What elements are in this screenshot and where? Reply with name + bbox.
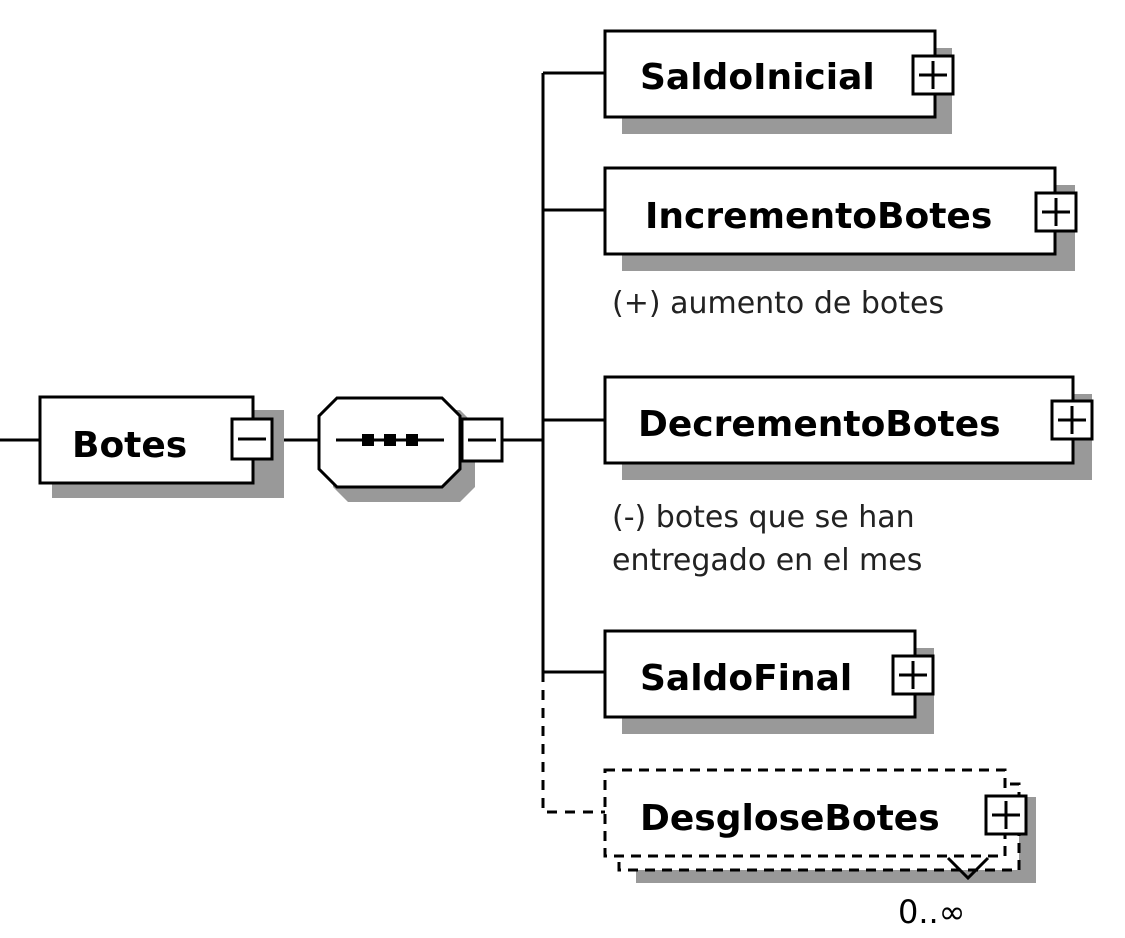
annotation-text: entregado en el mes <box>612 543 922 578</box>
child-element-label: SaldoInicial <box>640 57 875 98</box>
root-element-node[interactable]: Botes <box>38 395 284 498</box>
connector-lines <box>0 71 605 814</box>
sequence-compositor-node[interactable] <box>317 396 504 502</box>
expand-plus-icon[interactable] <box>984 794 1028 836</box>
expand-plus-icon[interactable] <box>1034 191 1078 233</box>
child-element-label: IncrementoBotes <box>645 196 992 237</box>
collapse-minus-icon[interactable] <box>460 417 504 463</box>
occurrence-label: 0..∞ <box>898 893 965 931</box>
child-element-node[interactable]: DecrementoBotes <box>603 375 1094 480</box>
annotation-text: (-) botes que se han <box>612 500 915 535</box>
expand-plus-icon[interactable] <box>891 654 935 696</box>
root-element-label: Botes <box>72 425 187 466</box>
child-element-node[interactable]: SaldoInicial <box>603 29 955 134</box>
child-element-label: DecrementoBotes <box>638 404 1001 445</box>
annotation-text: (+) aumento de botes <box>612 286 944 321</box>
expand-plus-icon[interactable] <box>1050 399 1094 441</box>
chevron-down-icon <box>946 856 990 881</box>
child-element-label: SaldoFinal <box>640 658 852 699</box>
child-element-node[interactable]: SaldoFinal <box>603 629 935 734</box>
collapse-minus-icon[interactable] <box>230 417 274 461</box>
child-element-node[interactable]: IncrementoBotes <box>603 166 1078 271</box>
optional-repeating-element-node[interactable]: DesgloseBotes 0..∞ <box>603 768 1036 931</box>
child-element-label: DesgloseBotes <box>640 798 940 839</box>
expand-plus-icon[interactable] <box>911 54 955 96</box>
sequence-icon <box>336 434 444 446</box>
